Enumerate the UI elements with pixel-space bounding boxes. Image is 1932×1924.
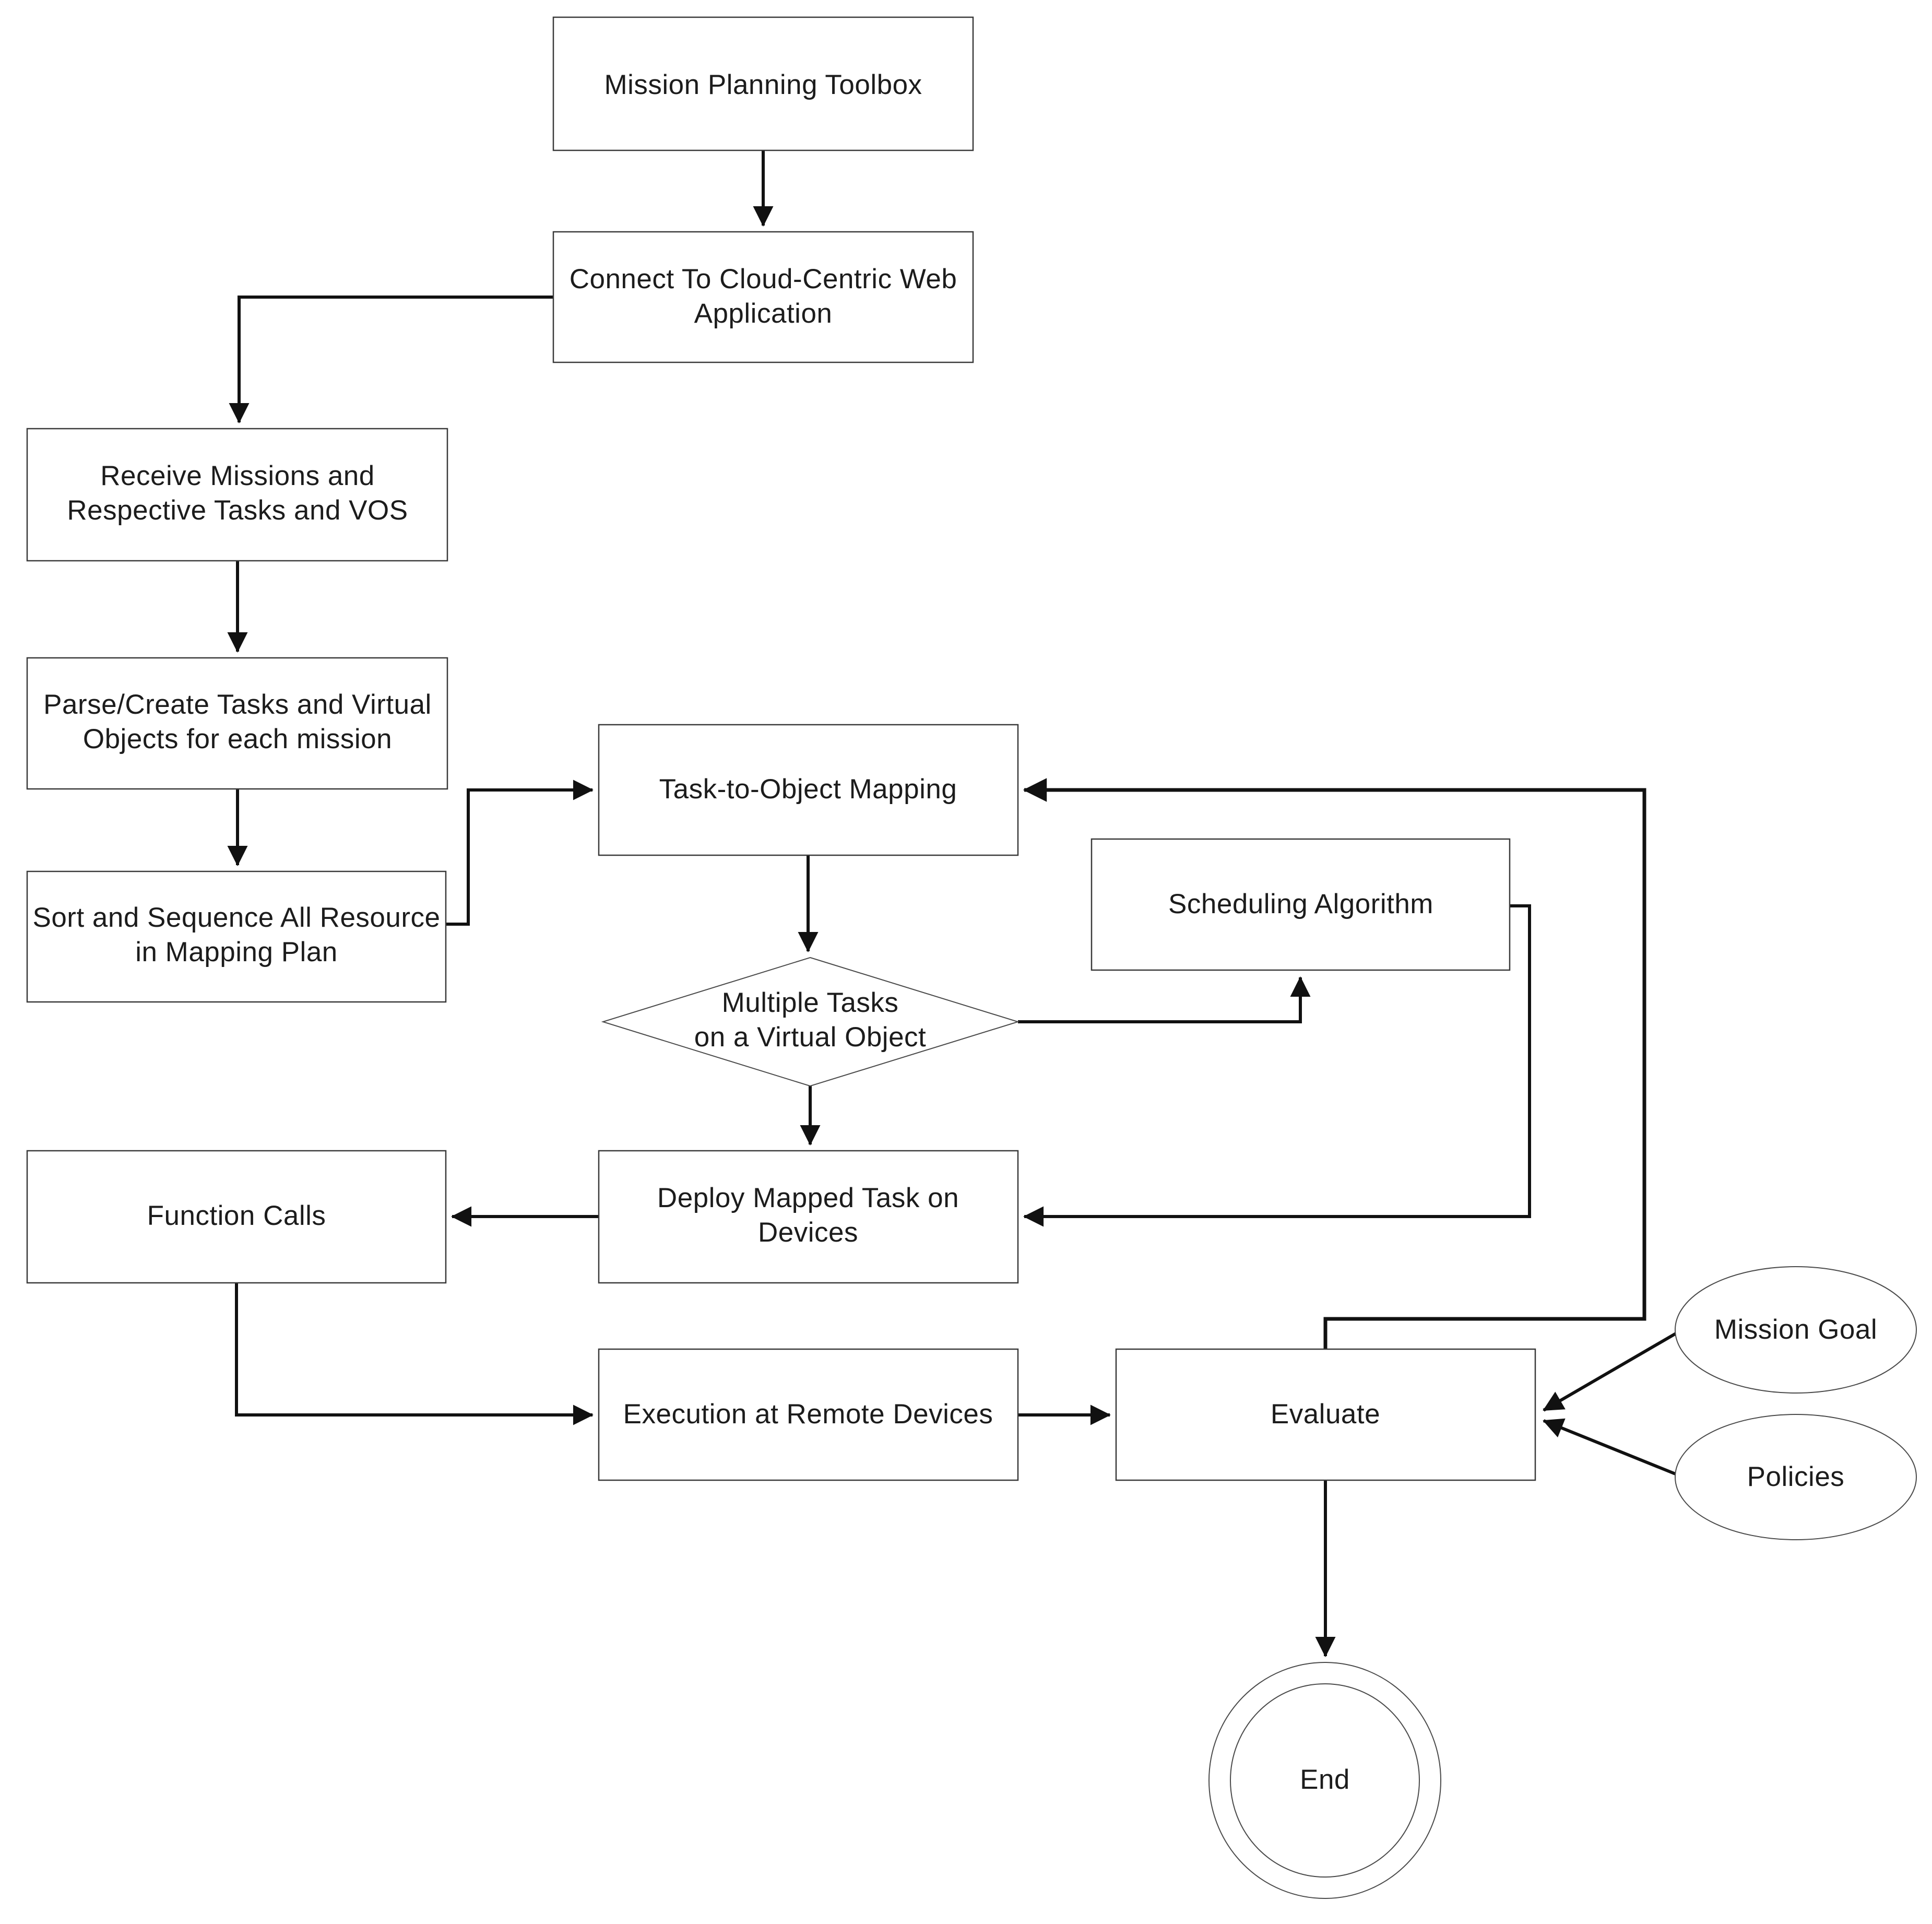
edge-decision-to-scheduling <box>1018 976 1311 1023</box>
node-deploy-mapped-task: Deploy Mapped Task on Devices <box>598 1150 1019 1284</box>
deploy-mapped-task-box <box>598 1150 1019 1284</box>
execution-remote-label: Execution at Remote Devices <box>623 1399 993 1430</box>
mission-goal-label: Mission Goal <box>1714 1314 1877 1345</box>
connect-cloud-label-line1: Connect To Cloud-Centric Web <box>570 264 957 294</box>
edge-scheduling-to-deploy <box>1023 904 1531 1227</box>
node-receive-missions: Receive Missions and Respective Tasks an… <box>26 428 448 562</box>
policies-label: Policies <box>1747 1461 1845 1492</box>
node-end: End <box>1208 1662 1441 1899</box>
node-multiple-tasks-decision: Multiple Tasks on a Virtual Object <box>601 957 1020 1087</box>
edge-sort-to-task-mapping <box>446 780 594 926</box>
task-to-object-mapping-box <box>598 724 1019 856</box>
parse-create-label-line2: Objects for each mission <box>83 724 392 754</box>
deploy-mapped-task-label-line2: Devices <box>758 1217 858 1248</box>
mission-planning-toolbox-label: Mission Planning Toolbox <box>604 69 922 100</box>
edge-evaluate-to-task-mapping-feedback <box>1023 778 1646 1349</box>
connect-cloud-box <box>552 231 974 363</box>
node-function-calls: Function Calls <box>26 1150 447 1284</box>
edge-mission-goal-to-evaluate <box>1543 1331 1678 1412</box>
multiple-tasks-decision-diamond <box>601 957 1020 1087</box>
deploy-mapped-task-label-line1: Deploy Mapped Task on <box>657 1183 959 1213</box>
node-mission-goal: Mission Goal <box>1675 1266 1917 1394</box>
function-calls-box <box>26 1150 447 1284</box>
edge-policies-to-evaluate <box>1543 1418 1678 1476</box>
scheduling-algorithm-box <box>1091 838 1511 971</box>
task-to-object-mapping-label: Task-to-Object Mapping <box>659 774 957 805</box>
end-label: End <box>1300 1764 1350 1795</box>
connect-cloud-label-line2: Application <box>694 298 833 329</box>
parse-create-box <box>26 657 448 790</box>
function-calls-label: Function Calls <box>147 1200 326 1231</box>
mission-goal-ellipse <box>1675 1266 1917 1394</box>
node-connect-cloud: Connect To Cloud-Centric Web Application <box>552 231 974 363</box>
node-mission-planning-toolbox: Mission Planning Toolbox <box>552 16 974 151</box>
evaluate-label: Evaluate <box>1271 1399 1380 1430</box>
scheduling-algorithm-label: Scheduling Algorithm <box>1168 889 1433 919</box>
node-parse-create: Parse/Create Tasks and Virtual Objects f… <box>26 657 448 790</box>
node-evaluate: Evaluate <box>1115 1348 1536 1481</box>
multiple-tasks-decision-label-line1: Multiple Tasks <box>722 987 899 1018</box>
receive-missions-box <box>26 428 448 562</box>
node-scheduling-algorithm: Scheduling Algorithm <box>1091 838 1511 971</box>
sort-sequence-box <box>26 870 447 1003</box>
end-inner-circle <box>1230 1683 1420 1878</box>
edge-function-calls-to-execution <box>235 1283 594 1425</box>
multiple-tasks-decision-label-line2: on a Virtual Object <box>694 1022 927 1053</box>
parse-create-label-line1: Parse/Create Tasks and Virtual <box>43 689 432 720</box>
receive-missions-label-line1: Receive Missions and <box>100 461 375 491</box>
sort-sequence-label-line2: in Mapping Plan <box>135 937 338 967</box>
node-task-to-object-mapping: Task-to-Object Mapping <box>598 724 1019 856</box>
policies-ellipse <box>1675 1414 1917 1540</box>
sort-sequence-label-line1: Sort and Sequence All Resource <box>32 902 440 933</box>
execution-remote-box <box>598 1348 1019 1481</box>
node-policies: Policies <box>1675 1414 1917 1540</box>
evaluate-box <box>1115 1348 1536 1481</box>
edge-connect-to-receive <box>229 296 553 423</box>
receive-missions-label-line2: Respective Tasks and VOS <box>67 495 408 526</box>
mission-planning-toolbox-box <box>552 16 974 151</box>
node-sort-sequence: Sort and Sequence All Resource in Mappin… <box>26 870 447 1003</box>
node-execution-remote: Execution at Remote Devices <box>598 1348 1019 1481</box>
